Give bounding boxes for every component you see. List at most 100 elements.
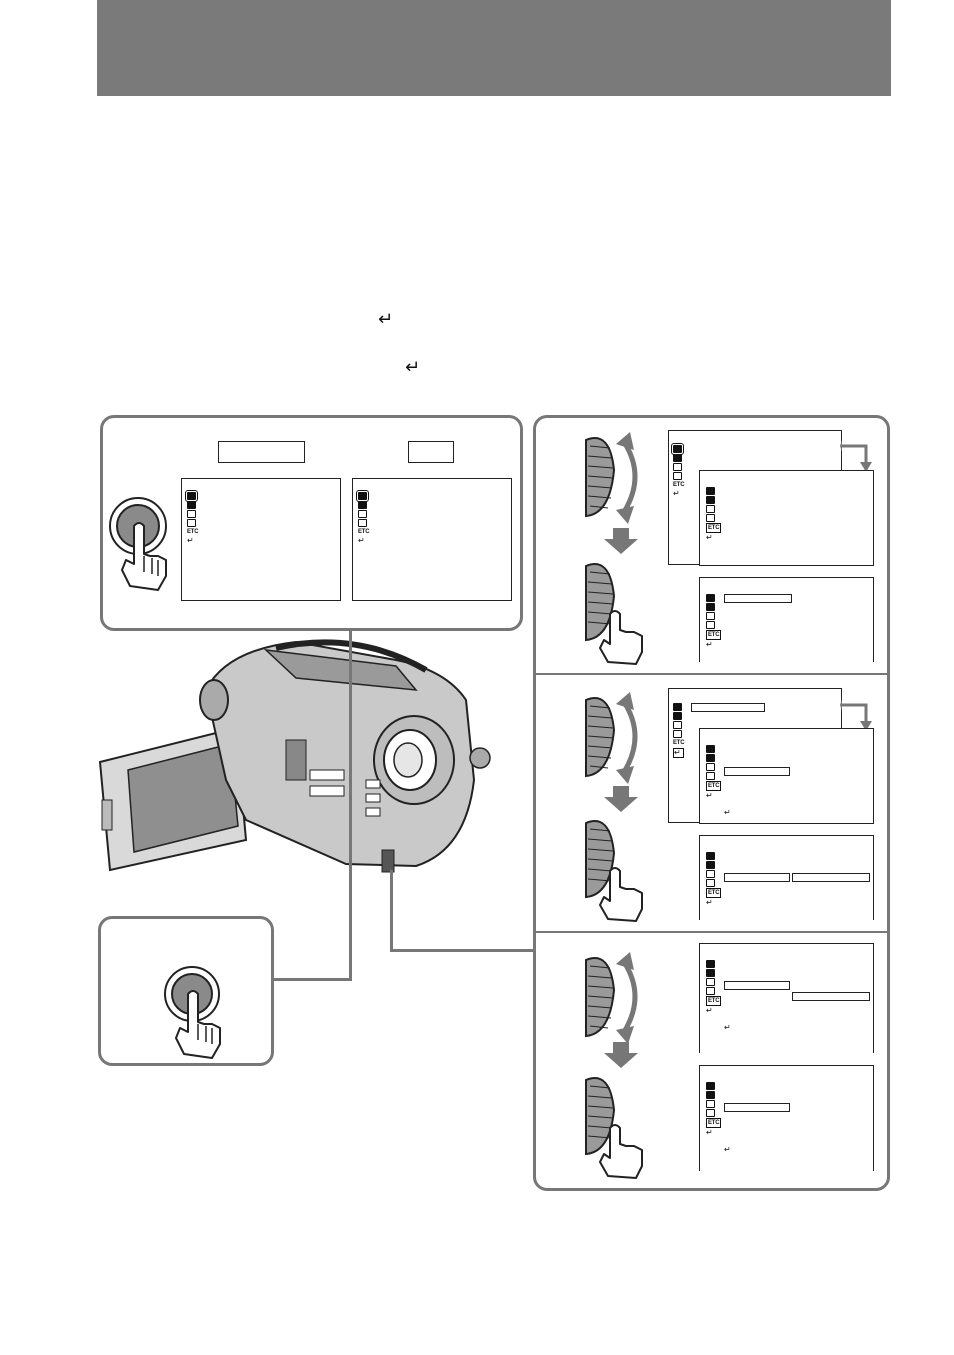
- control-dial-press-illustration: [585, 1077, 643, 1179]
- camera-menu-icon: [706, 960, 715, 968]
- menu-screen-step2-c: ETC ↵: [699, 835, 874, 920]
- setup-menu-icon: [358, 519, 367, 527]
- etc-menu-icon-selected: ETC: [706, 523, 722, 533]
- cycle-arrow-icon: [840, 699, 872, 731]
- tape-menu-icon: [706, 870, 715, 878]
- connector-line: [349, 629, 352, 981]
- control-dial-press-illustration: [585, 563, 643, 665]
- return-symbol: ↵: [378, 309, 394, 330]
- etc-menu-icon: ETC: [358, 529, 370, 535]
- camera-menu-icon: [706, 594, 715, 602]
- control-dial-rotate-illustration: [585, 432, 638, 524]
- tape-menu-icon: [706, 612, 715, 620]
- tape-menu-icon: [706, 505, 715, 513]
- tape-menu-icon: [706, 1100, 715, 1108]
- etc-menu-icon-selected: ETC: [706, 1118, 722, 1128]
- highlight-bar: [724, 594, 792, 603]
- menu-button-press-illustration: [164, 966, 221, 1059]
- return-icon: ↵: [724, 808, 731, 817]
- return-icon: ↵: [724, 1023, 731, 1032]
- setup-menu-icon: [673, 730, 682, 738]
- setup-menu-icon: [706, 987, 715, 995]
- playback-menu-icon: [706, 861, 715, 869]
- connector-line: [390, 870, 393, 952]
- option-bar: [792, 873, 870, 882]
- return-icon: ↵: [673, 489, 680, 498]
- return-icon: ↵: [724, 1145, 731, 1154]
- mode-label-box: [408, 441, 454, 463]
- setup-menu-icon: [706, 772, 715, 780]
- etc-menu-icon-selected: ETC: [706, 996, 722, 1006]
- menu-screen-step1-c: ETC ↵: [699, 577, 874, 662]
- highlight-bar: [724, 767, 790, 776]
- etc-menu-icon: ETC: [673, 482, 685, 488]
- vtr-menu-icon: [356, 490, 369, 502]
- playback-menu-icon: [706, 969, 715, 977]
- camera-menu-icon: [671, 443, 684, 455]
- highlight-bar: [691, 703, 765, 712]
- etc-menu-icon: ETC: [673, 740, 685, 746]
- etc-menu-icon: ETC: [187, 529, 199, 535]
- camera-menu-icon: [706, 852, 715, 860]
- etc-menu-icon-selected: ETC: [706, 630, 722, 640]
- menu-screen-step2-b: ETC ↵ ↵: [699, 728, 874, 824]
- return-icon: ↵: [187, 536, 194, 545]
- camcorder-illustration: [98, 639, 491, 873]
- down-arrow-icon: [604, 786, 638, 812]
- playback-menu-icon: [706, 603, 715, 611]
- playback-menu-icon: [673, 712, 682, 720]
- header-band: [97, 0, 891, 96]
- return-icon: ↵: [706, 1128, 713, 1137]
- camera-menu-icon: [185, 490, 198, 502]
- setup-menu-icon: [706, 879, 715, 887]
- section-divider: [535, 931, 888, 933]
- option-bar-selected: [792, 992, 870, 1001]
- connector-line: [390, 949, 536, 952]
- highlight-bar: [724, 981, 790, 990]
- return-icon: ↵: [358, 536, 365, 545]
- return-icon: ↵: [706, 533, 713, 542]
- tape-menu-icon: [358, 510, 367, 518]
- tape-menu-icon: [673, 721, 682, 729]
- setup-menu-icon: [706, 514, 715, 522]
- control-dial-rotate-illustration: [585, 952, 638, 1044]
- down-arrow-icon: [604, 1042, 638, 1068]
- playback-menu-icon: [673, 454, 682, 462]
- setup-menu-icon: [706, 621, 715, 629]
- mode-label-box: [218, 441, 305, 463]
- connector-line: [274, 978, 352, 981]
- highlight-bar: [724, 1103, 790, 1112]
- playback-menu-icon: [706, 754, 715, 762]
- camera-menu-icon: [706, 487, 715, 495]
- setup-menu-icon: [673, 472, 682, 480]
- etc-menu-icon-selected: ETC: [706, 888, 722, 898]
- tape-menu-icon: [706, 763, 715, 771]
- tape-menu-icon: [187, 510, 196, 518]
- camera-menu-icon: [673, 703, 682, 711]
- down-arrow-icon: [604, 528, 638, 554]
- return-symbol: ↵: [405, 357, 421, 378]
- setup-menu-icon: [706, 1109, 715, 1117]
- menu-screen-player: ETC ↵: [352, 478, 512, 601]
- section-divider: [535, 673, 888, 675]
- menu-screen-step1-b: ETC ↵: [699, 470, 874, 566]
- playback-menu-icon: [187, 501, 196, 509]
- menu-screen-camera: ETC ↵: [181, 478, 341, 601]
- camera-menu-icon: [706, 745, 715, 753]
- etc-menu-icon-selected: ETC: [706, 781, 722, 791]
- tape-menu-icon: [706, 978, 715, 986]
- playback-menu-icon: [706, 496, 715, 504]
- return-icon: ↵: [706, 1006, 713, 1015]
- tape-menu-icon: [673, 463, 682, 471]
- menu-screen-step3-a: ETC ↵ ↵: [699, 943, 874, 1053]
- return-icon: ↵: [706, 898, 713, 907]
- playback-menu-icon: [706, 1091, 715, 1099]
- control-dial-press-illustration: [585, 820, 643, 922]
- camera-menu-icon: [706, 1082, 715, 1090]
- playback-menu-icon: [358, 501, 367, 509]
- setup-menu-icon: [187, 519, 196, 527]
- control-dial-rotate-illustration: [585, 692, 638, 784]
- menu-button-press-illustration: [109, 497, 167, 591]
- menu-screen-step3-b: ETC ↵ ↵: [699, 1065, 874, 1171]
- return-icon-selected: ↵: [673, 748, 684, 758]
